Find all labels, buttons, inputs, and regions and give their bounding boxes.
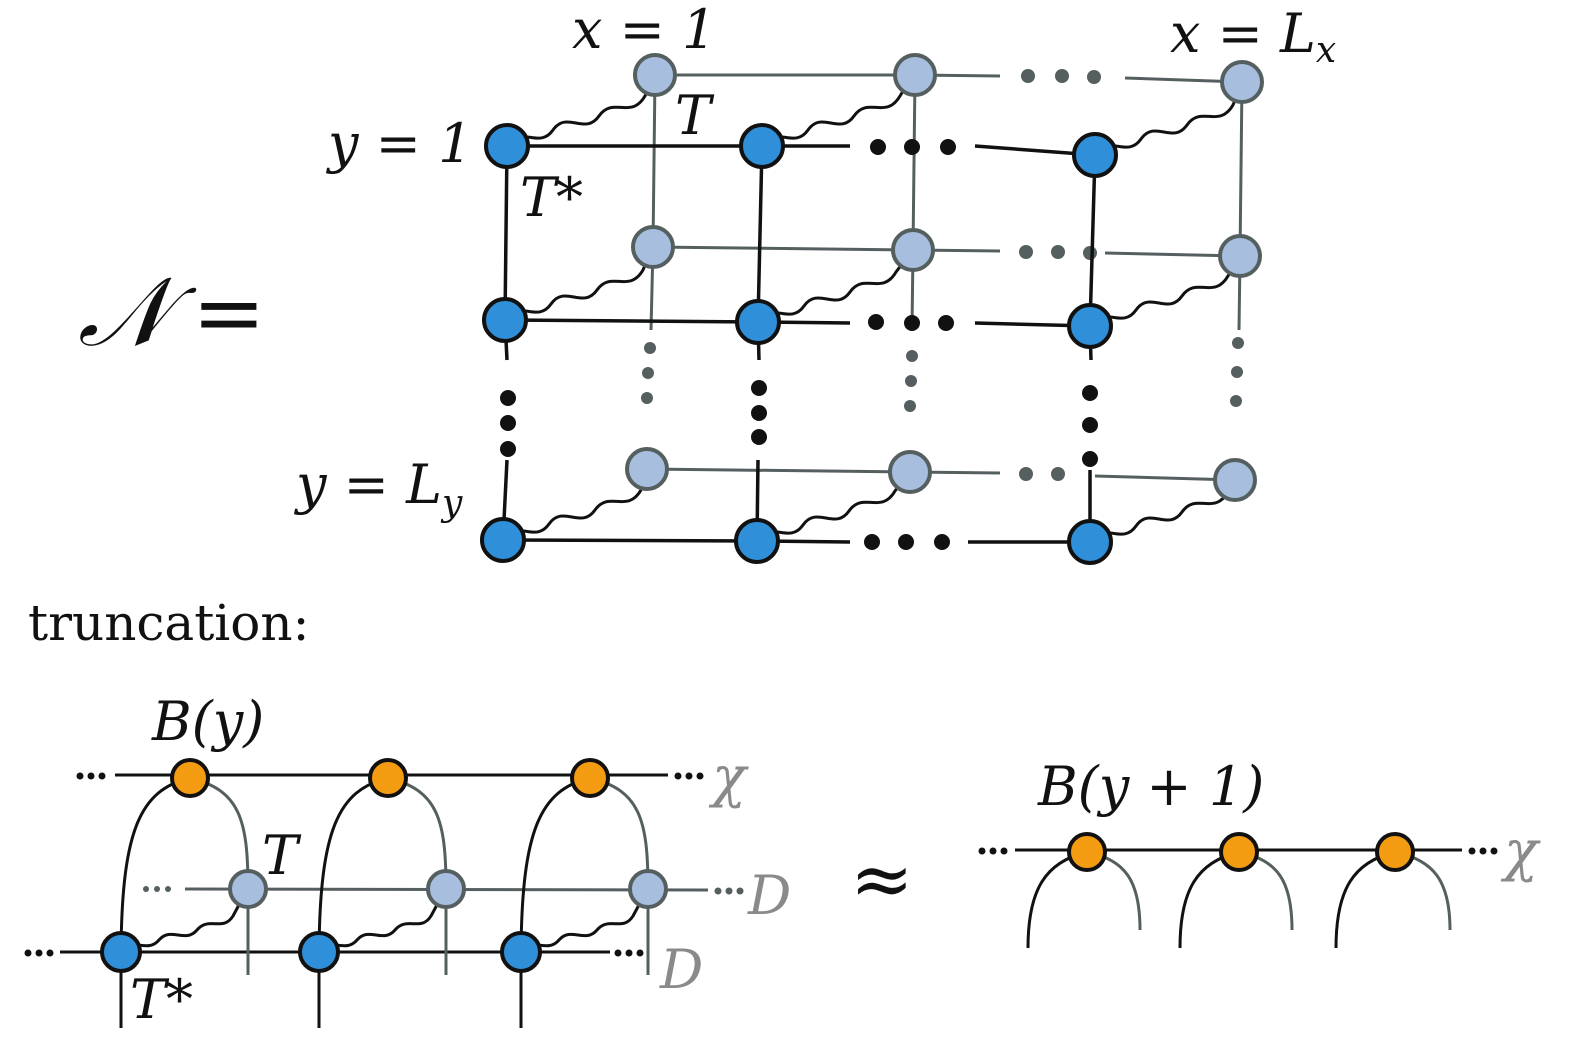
boundary-node xyxy=(170,758,210,798)
network-symbol: 𝒩 xyxy=(78,256,197,368)
tensor-node xyxy=(628,869,668,909)
tensor-node xyxy=(1220,60,1264,104)
tensor-node xyxy=(100,931,142,973)
y-first-label: y = 1 xyxy=(326,112,472,175)
equals-sign: = xyxy=(192,261,266,364)
boundary-node xyxy=(1219,832,1259,872)
tensor-node xyxy=(735,299,781,345)
tensor-node xyxy=(228,869,268,909)
back-vertical-bonds xyxy=(649,74,1244,331)
approx-sign: ≈ xyxy=(850,834,914,923)
network-lattice xyxy=(480,53,1264,565)
B-y1-label: B(y + 1) xyxy=(1037,755,1264,818)
truncation-right-mps xyxy=(978,832,1498,949)
bra-nodes xyxy=(625,53,1264,502)
tensor-node xyxy=(1067,519,1113,565)
front-ellipsis xyxy=(500,139,1098,550)
D-label-upper: D xyxy=(747,864,791,927)
chi-ellipsis-right xyxy=(978,847,1498,855)
chi-ellipsis xyxy=(76,772,704,780)
tensor-node xyxy=(480,517,526,563)
tensor-node xyxy=(1067,303,1113,349)
tensor-node xyxy=(298,931,340,973)
tensor-node xyxy=(426,869,466,909)
tensor-node xyxy=(734,518,780,564)
T-label: T xyxy=(675,84,715,147)
tensor-node xyxy=(625,447,669,491)
tensor-node xyxy=(633,53,677,97)
T-star-label: T* xyxy=(520,166,583,229)
boundary-node xyxy=(1375,832,1415,872)
tensor-node xyxy=(893,53,937,97)
tensor-node xyxy=(631,225,675,269)
boundary-node xyxy=(570,758,610,798)
physical-bonds xyxy=(501,74,1244,543)
tensor-node xyxy=(739,123,785,169)
tensor-node xyxy=(888,450,932,494)
back-horizontal-ellipsis xyxy=(1019,69,1101,481)
chi-label-right: χ xyxy=(1500,819,1541,884)
D-lower-ellipsis xyxy=(24,949,644,957)
tensor-node xyxy=(482,297,528,343)
boundary-node xyxy=(368,758,408,798)
chi-label-left: χ xyxy=(708,745,749,810)
T-star-label-bottom: T* xyxy=(130,968,193,1031)
ket-nodes xyxy=(480,123,1118,565)
boundary-nodes xyxy=(170,758,610,798)
front-bonds xyxy=(501,144,1097,544)
T-label-bottom: T xyxy=(262,824,302,887)
tensor-node xyxy=(1218,234,1262,278)
tensor-node xyxy=(484,123,530,169)
back-horizontal-bonds xyxy=(646,73,1243,482)
B-y-label: B(y) xyxy=(151,690,264,753)
truncation-left-network xyxy=(24,758,744,1028)
truncation-label: truncation: xyxy=(28,594,309,652)
tensor-node xyxy=(1213,458,1257,502)
boundary-node xyxy=(1067,832,1107,872)
D-upper-ellipsis xyxy=(143,886,744,895)
D-label-lower: D xyxy=(659,938,703,1001)
tensor-node xyxy=(891,228,935,272)
back-vertical-ellipsis xyxy=(641,337,1244,412)
tensor-node xyxy=(1072,132,1118,178)
x-last-label: x = Lx xyxy=(1170,2,1336,71)
tensor-node xyxy=(500,931,542,973)
y-last-label: y = Ly xyxy=(294,453,463,524)
x-first-label: x = 1 xyxy=(572,0,716,61)
